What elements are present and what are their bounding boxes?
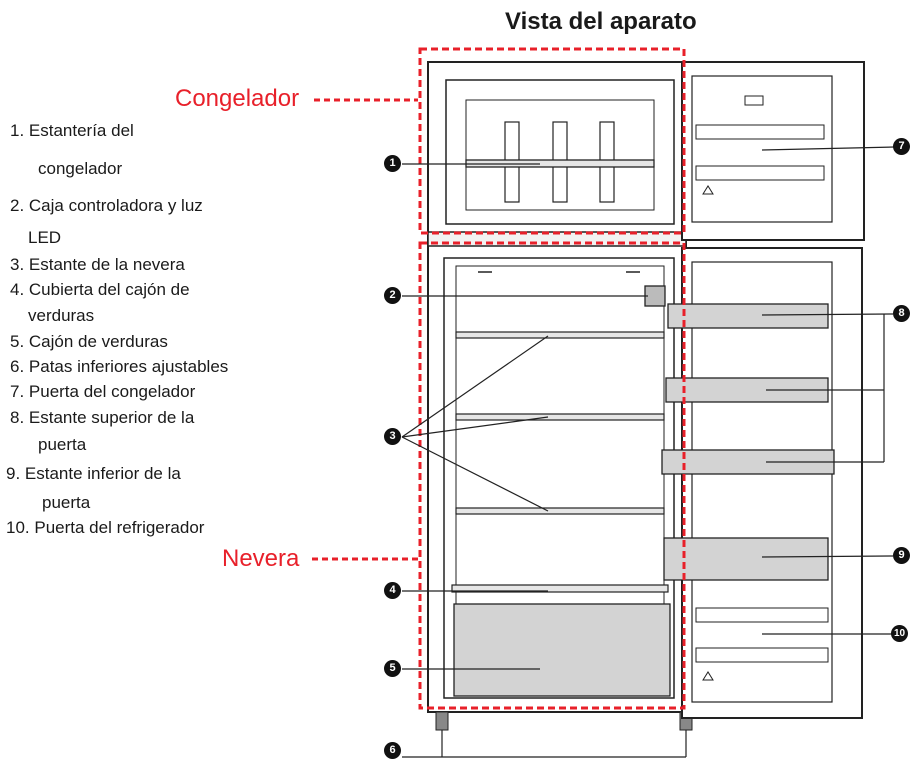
fridge-zone-box [418,241,686,710]
legend-item-2-text-2: LED [28,228,62,247]
legend-item-7: 7. Puerta del congelador [10,383,195,400]
zone-label-fridge: Nevera [222,545,300,572]
crisper-cover [451,584,669,593]
legend-item-4-text: 4. Cubierta del cajón de [10,280,190,299]
legend-item-6: 6. Patas inferiores ajustables [10,358,228,375]
legend-item-3: 3. Estante de la nevera [10,256,185,273]
leader-7 [761,146,895,151]
legend-item-2-text: 2. Caja controladora y luz [10,196,203,215]
legend-item-4-text-2: verduras [28,306,95,325]
callout-1: 1 [384,155,401,172]
callout-5: 5 [384,660,401,677]
freezer-door-rail [695,124,825,140]
legend-item-1: 1. Estantería del [10,122,134,139]
legend-item-2-cont: LED [28,229,61,246]
legend-item-4: 4. Cubierta del cajón de [10,281,190,298]
legend-item-1-cont: congelador [38,160,122,177]
freezer-back-wall [465,99,655,211]
door-shelf-bottom [663,537,829,581]
legend-item-9-text: 9. Estante inferior de la [6,464,181,483]
door-shelf-top [667,303,829,329]
crisper-drawer [453,603,671,697]
callout-9: 9 [893,547,910,564]
fridge-shelf [455,331,665,339]
fridge-shelf [455,507,665,515]
leader-3a [401,335,549,438]
legend-item-6-text: 6. Patas inferiores ajustables [10,357,229,376]
freezer-door-rail [695,165,825,181]
leader-8 [761,313,894,316]
recycle-icon [702,185,714,195]
recycle-icon [702,671,714,681]
zone-label-freezer: Congelador [175,85,300,112]
leader-3c [401,436,549,512]
fridge-door-rail [695,647,829,663]
legend-item-2: 2. Caja controladora y luz [10,197,203,214]
callout-7: 7 [893,138,910,155]
fridge-shelf [455,413,665,421]
legend-item-5-text: 5. Cajón de verduras [10,332,168,351]
legend-item-7-text: 7. Puerta del congelador [10,382,196,401]
adjustable-foot-left [435,711,449,731]
callout-3: 3 [384,428,401,445]
callout-2: 2 [384,287,401,304]
freezer-door-badge [744,95,764,106]
legend-item-8-text: 8. Estante superior de la [10,408,195,427]
legend-item-1-text-2: congelador [38,159,123,178]
leader-9 [761,555,894,558]
leader-3b [401,416,549,438]
page-title: Vista del aparato [505,8,697,35]
callout-6: 6 [384,742,401,759]
legend-item-5: 5. Cajón de verduras [10,333,168,350]
callout-4: 4 [384,582,401,599]
legend-item-8: 8. Estante superior de la [10,409,194,426]
legend-item-1-text: 1. Estantería del [10,121,134,140]
fridge-door-rail [695,607,829,623]
legend-item-9-text-2: puerta [42,493,91,512]
legend-item-3-text: 3. Estante de la nevera [10,255,185,274]
legend-item-10-text: 10. Puerta del refrigerador [6,518,205,537]
legend-item-10: 10. Puerta del refrigerador [6,519,204,536]
legend-item-8-cont: puerta [38,436,86,453]
freezer-compartment [445,79,675,225]
callout-8: 8 [893,305,910,322]
legend-item-9-cont: puerta [42,494,90,511]
legend-item-8-text-2: puerta [38,435,87,454]
freezer-door [681,61,865,241]
freezer-zone-box [418,47,686,235]
callout-10: 10 [891,625,908,642]
fridge-door-liner [691,261,833,703]
legend-item-9: 9. Estante inferior de la [6,465,181,482]
legend-item-4-cont: verduras [28,307,94,324]
